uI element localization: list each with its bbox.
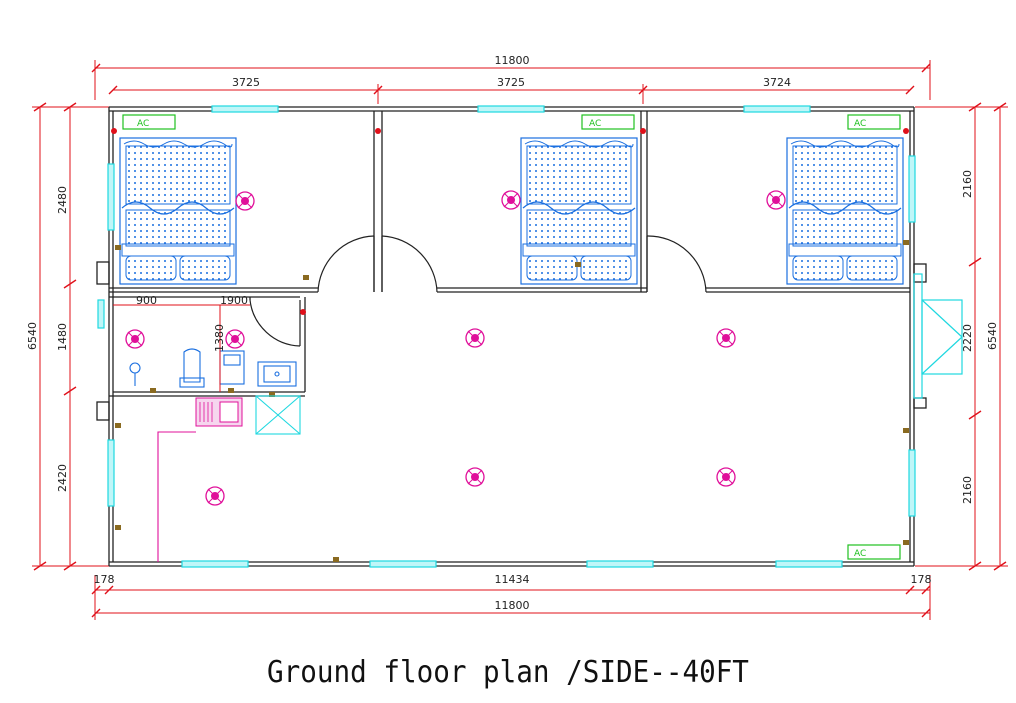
light-fixture [766,190,786,210]
windows [97,105,916,568]
dim-bath-width-a: 900 [136,294,157,307]
bed-3 [786,137,904,285]
light-fixture [465,467,485,487]
bathroom-fixtures [129,348,297,388]
dim-top-room-3: 3724 [763,76,791,89]
dim-bottom-right-wall: 178 [911,573,932,586]
dim-right-total: 6540 [986,322,999,350]
shower [129,362,141,386]
light-fixture [235,191,255,211]
ac-label: AC [137,119,149,129]
ac-unit: AC [847,544,901,560]
toilet [179,348,205,388]
drain-pipe [157,431,196,562]
dim-right-upper: 2160 [961,170,974,198]
switches [111,128,909,315]
light-fixture [716,467,736,487]
sockets [115,240,909,562]
light-fixture [716,328,736,348]
light-fixture [225,329,245,349]
ac-unit: AC [847,114,901,130]
ac-label: AC [589,119,601,129]
bed-1 [119,137,237,285]
dim-left-total: 6540 [26,322,39,350]
ac-unit: AC [581,114,635,130]
dim-left-middle: 1480 [56,323,69,351]
dim-right-middle: 2220 [961,324,974,352]
dim-bottom-left-wall: 178 [94,573,115,586]
dim-right-lower: 2160 [961,476,974,504]
bath-dimension-lines [113,304,250,392]
dim-top-room-1: 3725 [232,76,260,89]
ac-unit: AC [122,114,176,130]
ac-label: AC [854,119,866,129]
entrance-door [913,273,963,399]
water-heater [219,350,245,385]
dim-bath-width-b: 1900 [220,294,248,307]
utility-cabinet [255,395,301,435]
dim-top-total: 11800 [495,54,530,67]
light-fixture [465,328,485,348]
dim-bottom-inner: 11434 [495,573,530,586]
wash-basin [257,361,297,387]
doors [249,235,707,347]
dim-left-upper: 2480 [56,186,69,214]
dimension-lines [32,60,1008,620]
kitchen-sink [195,397,243,427]
dim-top-room-2: 3725 [497,76,525,89]
dim-bath-depth: 1380 [213,324,226,352]
ac-label: AC [854,549,866,559]
ac-units: AC AC AC AC [122,114,901,560]
light-fixture [125,329,145,349]
dim-bottom-total: 11800 [495,599,530,612]
dim-left-lower: 2420 [56,464,69,492]
light-fixture [501,190,521,210]
light-fixture [205,486,225,506]
page-title: Ground floor plan /SIDE--40FT [267,655,749,690]
